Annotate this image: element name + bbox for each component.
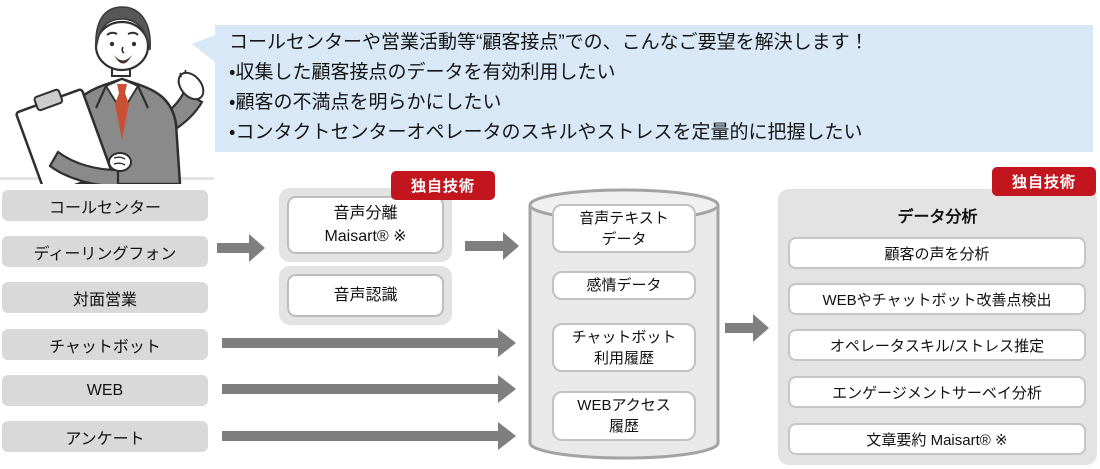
arrow-chatbot-to-database — [222, 329, 516, 357]
bubble-bullet: ・収集した顧客接点のデータを有効利用したい — [229, 62, 616, 83]
source-label: チャットボット — [49, 338, 161, 356]
db-item-label: WEBアクセス — [577, 397, 671, 414]
db-item-label: チャットボット — [571, 328, 677, 346]
source-face-to-face-sales: 対面営業 — [2, 282, 208, 313]
arrow-sources-to-tech — [217, 234, 265, 262]
source-label: ディーリングフォン — [33, 245, 177, 263]
db-item-label: 感情データ — [586, 277, 662, 294]
source-label: アンケート — [65, 430, 145, 448]
db-item-emotion-data: 感情データ — [552, 271, 696, 300]
source-label: コールセンター — [48, 199, 161, 217]
analysis-item-engagement-survey: エンゲージメントサーベイ分析 — [788, 376, 1086, 408]
analysis-item-text-summary-maisart: 文章要約 Maisart® ※ — [788, 423, 1086, 455]
source-call-center: コールセンター — [2, 190, 208, 221]
data-analysis-panel — [778, 189, 1097, 465]
maisart-label: Maisart® ※ — [324, 228, 407, 245]
analysis-item-operator-skill-stress: オペレータスキル/ストレス推定 — [788, 329, 1086, 361]
arrow-web-to-database — [222, 375, 516, 403]
db-item-label: 音声テキスト — [579, 209, 669, 227]
voice-recognition-label: 音声認識 — [333, 287, 398, 304]
proprietary-tech-badge-right: 独自技術 — [992, 167, 1096, 196]
source-label: 対面営業 — [72, 291, 137, 309]
arrow-survey-to-database — [222, 422, 516, 450]
data-analysis-title: データ分析 — [897, 209, 978, 226]
source-survey: アンケート — [2, 421, 208, 452]
source-dealing-phone: ディーリングフォン — [2, 236, 208, 267]
db-item-label: データ — [601, 230, 647, 248]
businessman-illustration — [15, 6, 205, 184]
arrow-database-to-analysis — [725, 314, 769, 342]
speech-bubble-tail — [192, 35, 215, 62]
db-item-chatbot-history: チャットボット 利用履歴 — [552, 323, 696, 372]
voice-recognition-box: 音声認識 — [287, 274, 444, 317]
arrow-tech-to-database — [465, 232, 519, 260]
db-item-voice-text-data: 音声テキスト データ — [552, 204, 696, 253]
source-web: WEB — [2, 375, 208, 406]
source-chatbot: チャットボット — [2, 329, 208, 360]
voice-separation-label: 音声分離 — [333, 205, 398, 222]
bubble-title: コールセンターや営業活動等“顧客接点”での、こんなご要望を解決します！ — [229, 32, 869, 53]
bubble-bullet: ・顧客の不満点を明らかにしたい — [229, 92, 502, 113]
proprietary-tech-badge-left: 独自技術 — [391, 171, 495, 200]
analysis-item-voice-of-customer: 顧客の声を分析 — [788, 237, 1086, 269]
voice-separation-box: 音声分離 Maisart® ※ — [287, 196, 444, 254]
bubble-bullet: ・コンタクトセンターオペレータのスキルやストレスを定量的に把握したい — [229, 122, 863, 143]
source-label: WEB — [86, 381, 124, 399]
db-item-label: 履歴 — [608, 418, 639, 435]
speech-bubble: コールセンターや営業活動等“顧客接点”での、こんなご要望を解決します！ ・収集し… — [192, 25, 1093, 152]
db-item-web-access-history: WEBアクセス 履歴 — [552, 391, 696, 441]
db-item-label: 利用履歴 — [593, 349, 654, 367]
analysis-item-web-chatbot-improvement: WEBやチャットボット改善点検出 — [788, 283, 1086, 315]
